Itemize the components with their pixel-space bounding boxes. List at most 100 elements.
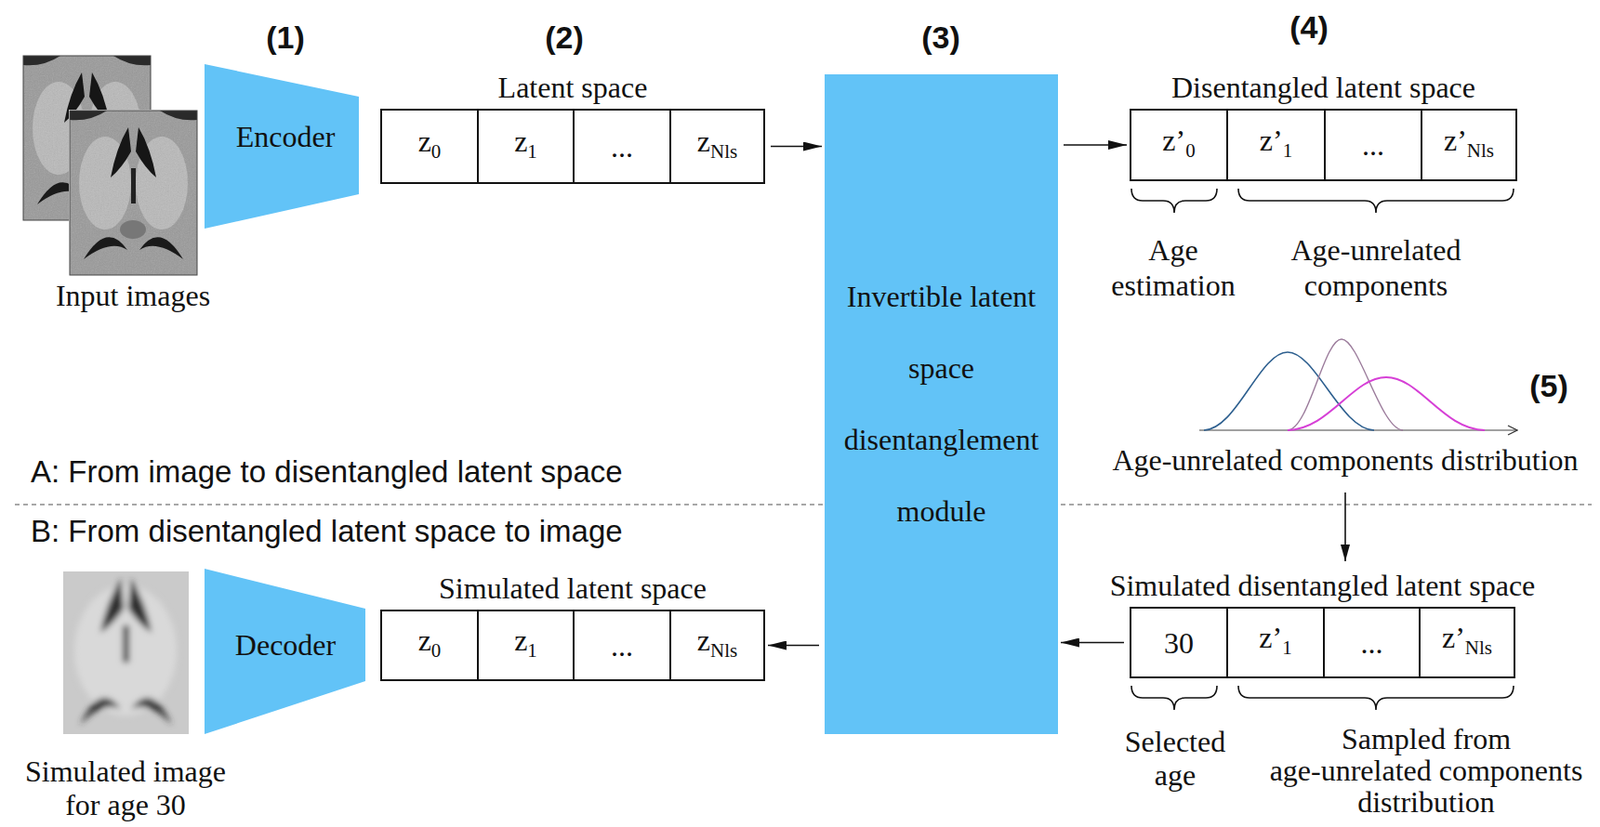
flow-arrow xyxy=(767,645,820,648)
brace-label: Age-unrelated components xyxy=(1273,232,1479,304)
word: space xyxy=(1409,70,1476,105)
subscript: 0 xyxy=(1185,139,1196,162)
section-heading: Simulated latent space xyxy=(438,572,707,605)
subscript: Nls xyxy=(710,639,738,662)
symbol: z’ xyxy=(1441,621,1466,655)
brace xyxy=(1131,188,1217,213)
subscript: 1 xyxy=(527,140,538,163)
subscript: 0 xyxy=(431,639,442,662)
word: space xyxy=(640,571,707,606)
subscript: Nls xyxy=(1465,636,1493,660)
component-symbol: z’0 xyxy=(1162,123,1195,168)
latent-component: ... xyxy=(1322,607,1421,679)
component-symbol: zNls xyxy=(697,623,738,668)
component-symbol: z0 xyxy=(418,124,442,169)
simulated-mri-image xyxy=(63,571,189,735)
block-label: Decoder xyxy=(183,628,388,662)
latent-component: z’0 xyxy=(1129,108,1229,182)
component-symbol: z1 xyxy=(514,623,538,668)
word: latent xyxy=(1335,70,1402,105)
image-border xyxy=(68,109,199,277)
word: from xyxy=(1453,722,1511,756)
symbol: z xyxy=(514,124,528,159)
latent-vector: Latent spacez0z1...zNls xyxy=(380,108,766,185)
latent-component: ... xyxy=(1323,108,1423,182)
callout-number: (4) xyxy=(1289,8,1329,46)
component-symbol: z0 xyxy=(418,623,442,668)
word: image xyxy=(539,514,623,549)
word: Disentangled xyxy=(1171,70,1329,105)
word: to xyxy=(504,514,531,549)
block-label: Encoder xyxy=(183,119,388,154)
word: image xyxy=(148,454,233,490)
word: (5) xyxy=(1529,368,1569,404)
flow-arrow xyxy=(1060,642,1124,645)
direction-label: A: From image to disentangled latent spa… xyxy=(30,454,623,490)
word: From xyxy=(67,514,140,549)
latent-component: z’Nls xyxy=(1420,108,1518,182)
symbol: z xyxy=(697,623,711,658)
latent-component: zNls xyxy=(669,609,766,682)
word: 30 xyxy=(156,788,186,822)
word: components xyxy=(1289,443,1434,477)
symbol: z xyxy=(514,623,528,658)
latent-component: zNls xyxy=(669,108,766,185)
callout-number: (5) xyxy=(1529,367,1569,405)
component-symbol: 30 xyxy=(1163,626,1194,661)
disentangled-latent-vector: Disentangled latent spacez’0z’1...z’Nls xyxy=(1129,108,1518,182)
symbol: z xyxy=(697,124,711,159)
section-heading: Simulated disentangled latent space xyxy=(1110,569,1536,602)
subscript: Nls xyxy=(1467,139,1495,162)
word: distribution xyxy=(1357,785,1495,820)
trapezoid-fill xyxy=(204,568,366,735)
word: image xyxy=(153,754,226,789)
distribution-axis xyxy=(1199,429,1518,431)
word: disentangled xyxy=(148,514,323,549)
symbol: z’ xyxy=(1443,123,1468,158)
symbol: z’ xyxy=(1258,621,1283,655)
distribution-label: Age-unrelated components distribution xyxy=(1111,443,1578,477)
word: estimation xyxy=(1110,268,1235,303)
word: space xyxy=(541,454,623,490)
subscript: Nls xyxy=(710,140,738,163)
disentanglement-module: Invertible latent space disentanglement … xyxy=(824,74,1058,735)
symbol: z’ xyxy=(1259,123,1283,158)
gaussian-curve xyxy=(1287,339,1403,431)
gaussian-curve xyxy=(1287,377,1485,431)
component-symbol: ... xyxy=(610,629,634,663)
word: distribution xyxy=(1441,443,1579,477)
word: latent xyxy=(457,454,533,490)
symbol: z xyxy=(418,124,432,159)
image-caption: Simulated image for age 30 xyxy=(16,754,236,822)
brace-label: Age estimation xyxy=(1103,232,1243,304)
component-symbol: ... xyxy=(610,130,634,164)
word: latent xyxy=(1395,568,1462,603)
section-heading: Disentangled latent space xyxy=(1171,71,1476,104)
word: Invertible xyxy=(846,279,963,314)
word: for xyxy=(65,788,100,822)
latent-component: z’1 xyxy=(1226,607,1325,679)
ventricle xyxy=(131,698,172,726)
subscript: 0 xyxy=(431,140,442,163)
word: components xyxy=(1439,753,1584,788)
word: Age xyxy=(1148,233,1198,267)
word: (2) xyxy=(544,19,584,55)
latent-component: z0 xyxy=(380,609,479,682)
subscript: 1 xyxy=(1282,636,1293,660)
word: images xyxy=(125,278,211,313)
encoder-block: Encoder xyxy=(204,64,359,229)
symbol: z xyxy=(418,623,432,658)
flow-arrow xyxy=(770,145,822,148)
ventricle xyxy=(100,579,124,634)
trapezoid-fill xyxy=(204,64,359,229)
brace xyxy=(1238,188,1514,213)
component-symbol: z1 xyxy=(514,124,538,169)
word: Latent xyxy=(498,70,575,105)
symbol: z’ xyxy=(1162,123,1186,158)
word: disentangled xyxy=(1237,568,1389,603)
word: disentangled xyxy=(274,454,449,490)
latent-component: ... xyxy=(572,108,672,185)
module-label: Invertible latent space disentanglement … xyxy=(832,261,1051,548)
simulated-latent-vector: Simulated latent spacez0z1...zNls xyxy=(380,609,766,682)
callout-number: (1) xyxy=(265,18,305,56)
